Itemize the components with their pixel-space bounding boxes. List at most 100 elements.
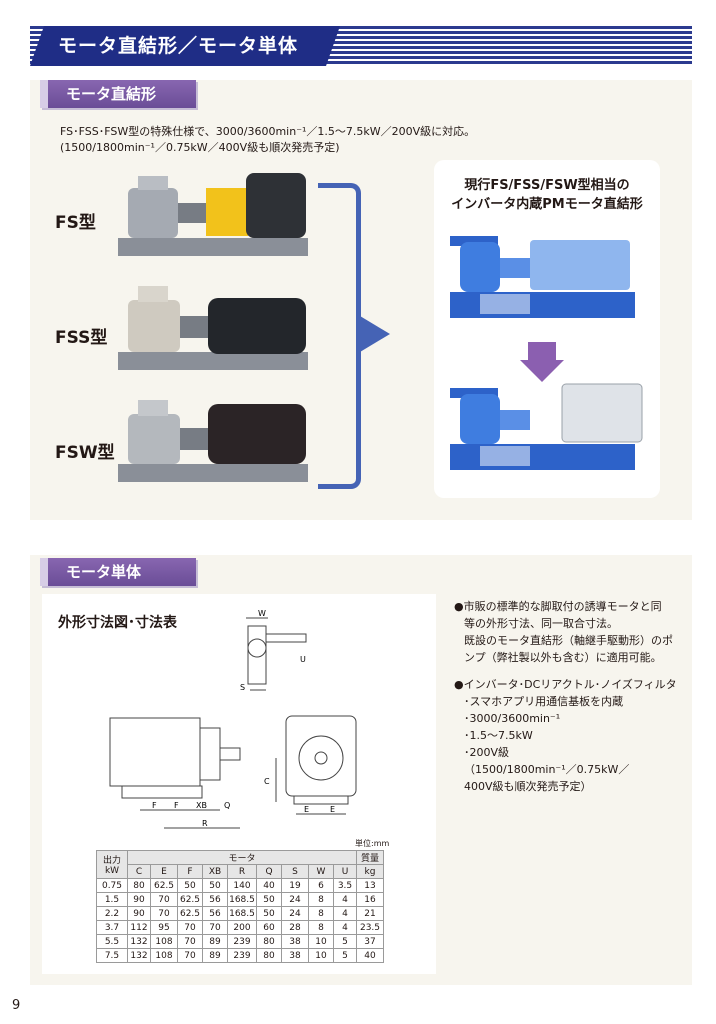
bullet1-line: 既設のモータ直結形（軸継手駆動形）のポ <box>464 634 673 647</box>
card-title-line-2: インバータ内蔵PMモータ直結形 <box>451 197 643 212</box>
table-cell: 8 <box>308 906 334 921</box>
down-arrow-icon <box>520 360 564 382</box>
table-cell: 70 <box>177 948 203 963</box>
table-cell: 60 <box>256 920 282 935</box>
table-cell: 62.5 <box>177 906 203 921</box>
dim-label-w: W <box>258 610 266 618</box>
table-cell: 108 <box>150 948 178 963</box>
dim-label-xb: XB <box>196 801 207 810</box>
table-cell: 95 <box>150 920 178 935</box>
table-cell: 3.5 <box>333 878 357 893</box>
table-cell: 13 <box>356 878 384 893</box>
table-cell: 140 <box>227 878 257 893</box>
group-bracket <box>318 183 361 489</box>
table-cell: 40 <box>356 948 384 963</box>
table-cell: 50 <box>256 892 282 907</box>
table-cell: 7.5 <box>96 948 128 963</box>
section-tab-motor: モータ単体 <box>40 558 196 586</box>
bullet2-item: ･200V級 <box>464 746 510 759</box>
table-cell: 21 <box>356 906 384 921</box>
table-cell: 16 <box>356 892 384 907</box>
table-cell: 70 <box>150 906 178 921</box>
card-title-line-1: 現行FS/FSS/FSW型相当の <box>464 178 630 193</box>
dim-label-r: R <box>202 819 208 828</box>
down-arrow-stem <box>528 342 556 362</box>
dim-label-c: C <box>264 777 270 786</box>
model-label-fs: FS型 <box>55 213 96 233</box>
section-tab-direct: モータ直結形 <box>40 80 196 108</box>
table-cell: 89 <box>202 934 228 949</box>
table-cell: 0.75 <box>96 878 128 893</box>
table-cell: 70 <box>150 892 178 907</box>
bullet2-item: ･3000/3600min⁻¹ <box>464 712 561 725</box>
table-cell: 4 <box>333 892 357 907</box>
dim-label-u: U <box>300 655 306 664</box>
bullet2-item: ･スマホアプリ用通信基板を内蔵 <box>464 695 624 708</box>
drawing-title: 外形寸法図･寸法表 <box>58 615 177 631</box>
shaft-end-drawing: W S U <box>240 610 307 692</box>
pm-motor-pump-illustration <box>450 383 643 470</box>
table-cell: 5 <box>333 948 357 963</box>
table-cell: 24 <box>281 906 309 921</box>
table-cell: 80 <box>256 934 282 949</box>
fsw-pump-image <box>118 400 308 482</box>
table-cell: 132 <box>127 948 151 963</box>
bullet1-line: ●市販の標準的な脚取付の誘導モータと同 <box>454 600 662 613</box>
table-cell: 80 <box>256 948 282 963</box>
table-cell: 50 <box>202 878 228 893</box>
table-cell: 2.2 <box>96 906 128 921</box>
table-cell: 70 <box>177 920 203 935</box>
bullet2-note: （1500/1800min⁻¹／0.75kW／ <box>464 763 630 776</box>
table-cell: 112 <box>127 920 151 935</box>
table-cell: 56 <box>202 906 228 921</box>
table-cell: 23.5 <box>356 920 384 935</box>
motor-side-view-drawing: F F XB Q R <box>109 717 241 829</box>
motor-front-view-drawing: C E E <box>264 715 357 815</box>
bullet2-note: 400V級も順次発売予定） <box>464 780 592 793</box>
bullet2-item: ･1.5～7.5kW <box>464 729 533 742</box>
table-cell: 5 <box>333 934 357 949</box>
table-cell: 239 <box>227 934 257 949</box>
banner-solid <box>30 26 340 66</box>
table-cell: 168.5 <box>227 892 257 907</box>
model-label-fsw: FSW型 <box>55 443 115 463</box>
th-col: S <box>281 864 309 879</box>
table-cell: 132 <box>127 934 151 949</box>
th-col: U <box>333 864 357 879</box>
current-pump-illustration <box>450 236 635 318</box>
table-cell: 1.5 <box>96 892 128 907</box>
th-col: XB <box>202 864 228 879</box>
dim-label-e2: E <box>330 805 335 814</box>
table-cell: 4 <box>333 906 357 921</box>
table-cell: 70 <box>202 920 228 935</box>
table-cell: 62.5 <box>177 892 203 907</box>
th-col: C <box>127 864 151 879</box>
table-cell: 8 <box>308 920 334 935</box>
th-col: F <box>177 864 203 879</box>
fs-pump-image <box>118 173 308 256</box>
table-cell: 8 <box>308 892 334 907</box>
table-cell: 89 <box>202 948 228 963</box>
intro-line-1: FS･FSS･FSW型の特殊仕様で、3000/3600min⁻¹／1.5～7.5… <box>60 125 476 138</box>
page-number: 9 <box>12 998 21 1013</box>
feature-bullets: ●市販の標準的な脚取付の誘導モータと同 等の外形寸法、同一取合寸法。 既設のモー… <box>454 598 684 795</box>
table-cell: 40 <box>256 878 282 893</box>
table-cell: 90 <box>127 892 151 907</box>
th-col: E <box>150 864 178 879</box>
intro-line-2: (1500/1800min⁻¹／0.75kW／400V級も順次発売予定) <box>60 141 340 154</box>
table-cell: 24 <box>281 892 309 907</box>
table-cell: 50 <box>256 906 282 921</box>
table-cell: 50 <box>177 878 203 893</box>
table-cell: 28 <box>281 920 309 935</box>
table-cell: 38 <box>281 934 309 949</box>
table-cell: 239 <box>227 948 257 963</box>
th-col: Q <box>256 864 282 879</box>
table-cell: 37 <box>356 934 384 949</box>
dim-label-s: S <box>240 683 245 692</box>
